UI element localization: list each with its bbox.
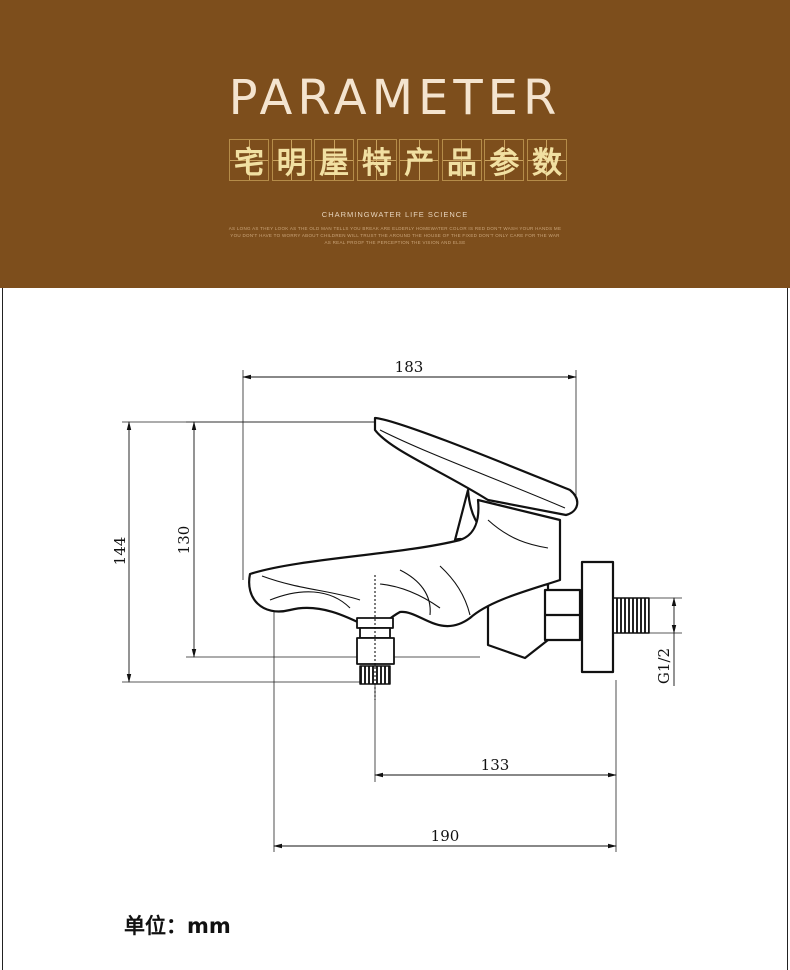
cn-title-char: 屋 [314, 139, 355, 181]
cn-title-char: 数 [526, 139, 567, 181]
dim-190: 190 [431, 827, 460, 845]
faucet-surface-lines [261, 429, 566, 700]
dim-133: 133 [481, 756, 510, 774]
cn-title-char: 明 [271, 139, 312, 181]
fine-print-line: YOU DON'T HAVE TO WORRY ABOUT CHILDREN W… [230, 233, 560, 238]
cn-title-char: 宅 [229, 139, 269, 181]
extension-lines [122, 370, 682, 852]
dimension-lines [126, 374, 677, 849]
cn-title: 宅 明 屋 特 产 品 参 数 [229, 139, 567, 184]
header-title: PARAMETER [228, 70, 562, 126]
cn-title-char: 参 [484, 139, 525, 181]
unit-label: 单位：mm [124, 914, 231, 938]
dim-144: 144 [111, 537, 129, 566]
header-banner: PARAMETER 宅 明 屋 特 产 品 参 数 CHARMINGWATER … [0, 0, 790, 288]
cn-title-char: 产 [399, 139, 440, 181]
brand-tagline: CHARMINGWATER LIFE SCIENCE [321, 210, 469, 219]
dim-thread: G1/2 [655, 648, 673, 684]
cn-title-char: 特 [356, 139, 397, 181]
cn-title-char: 品 [441, 139, 482, 181]
dim-183: 183 [395, 358, 424, 376]
faucet-outline [248, 416, 650, 685]
fine-print-line: AS REAL PROOF THE PERCEPTION THE VISION … [324, 240, 466, 245]
drawing-panel [2, 288, 788, 970]
dim-130: 130 [175, 526, 193, 555]
fine-print-line: AS LONG AS THEY LOOK AS THE OLD MAN TELL… [228, 226, 562, 231]
